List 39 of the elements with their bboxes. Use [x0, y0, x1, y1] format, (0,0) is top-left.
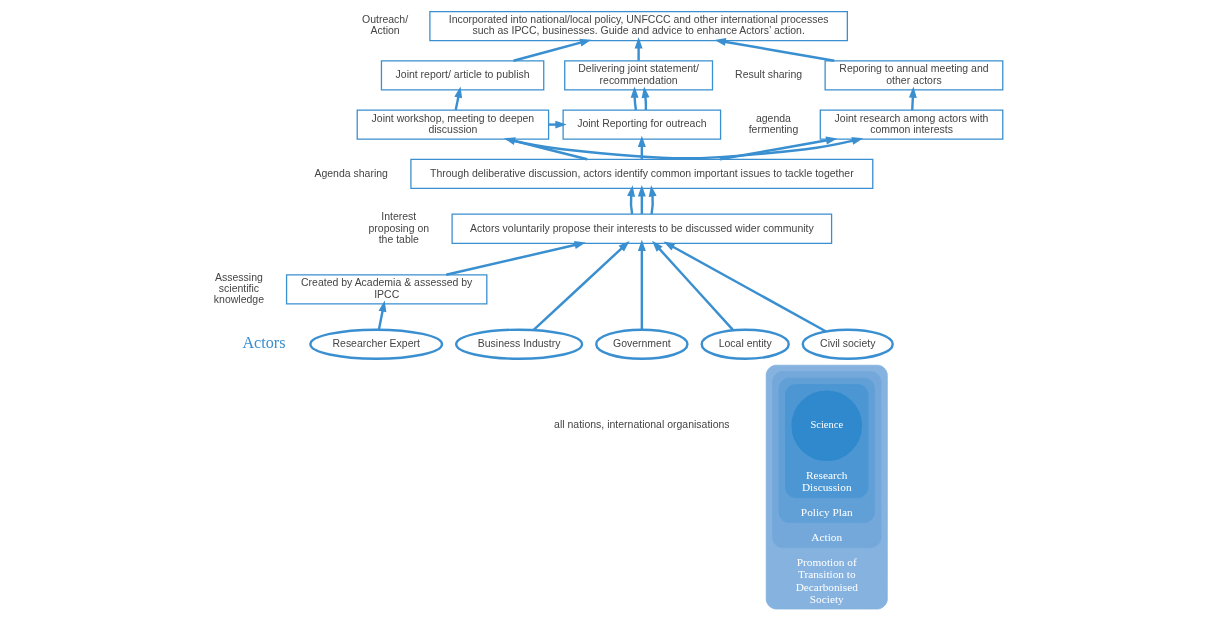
arrow [713, 38, 834, 62]
node-ellipse: Civil society [801, 328, 894, 360]
node-circle: Science [790, 390, 862, 462]
arrow [637, 185, 646, 214]
arrow [532, 240, 630, 331]
arrow [663, 241, 827, 333]
arrow [634, 37, 643, 61]
label: Outreach/ Action [361, 14, 408, 37]
node-box: Actors voluntarily propose their interests to be discussed wider community [450, 213, 832, 244]
node-ellipse: Business Industry [454, 328, 583, 360]
node-box: Incorporated into national/local policy, UNFCCC and other international processes such as IPCC, businesses. Guide and advice to enhance Actors’ action. [428, 10, 848, 42]
node-box: Delivering joint statement/ recommendation [563, 60, 713, 91]
arrow [503, 137, 587, 161]
node-box: Reporing to annual meeting and other actors [824, 60, 1003, 91]
node-ellipse: Researcher Expert [308, 328, 443, 360]
arrow [908, 86, 917, 111]
node-ellipse: Government [594, 328, 689, 360]
arrow [445, 241, 586, 276]
label: Interest proposing on the table [367, 211, 429, 245]
arrow [377, 300, 386, 330]
node-ellipse: Local entity [699, 328, 790, 360]
label: Assessing scientific knowledge [213, 271, 264, 306]
arrow [719, 136, 837, 161]
label: Actors [241, 334, 285, 352]
arrow [548, 120, 567, 129]
node-box: Joint report/ article to publish [380, 60, 544, 91]
arrow [651, 240, 734, 331]
node-box: Joint research among actors with common interests [819, 109, 1003, 140]
node-box: Created by Academia & assessed by IPCC [285, 274, 487, 305]
label: agenda fermenting [748, 112, 798, 135]
label: Agenda sharing [313, 167, 388, 179]
node-box: Joint Reporting for outreach [561, 109, 721, 140]
arrow [626, 185, 635, 215]
node-box: Through deliberative discussion, actors identify common important issues to tackle together [409, 158, 873, 190]
node-box: Joint workshop, meeting to deepen discussion [356, 109, 549, 140]
label: Result sharing [734, 69, 802, 81]
arrow [648, 185, 657, 215]
label: all nations, international organisations [553, 419, 730, 431]
arrow [637, 239, 646, 330]
